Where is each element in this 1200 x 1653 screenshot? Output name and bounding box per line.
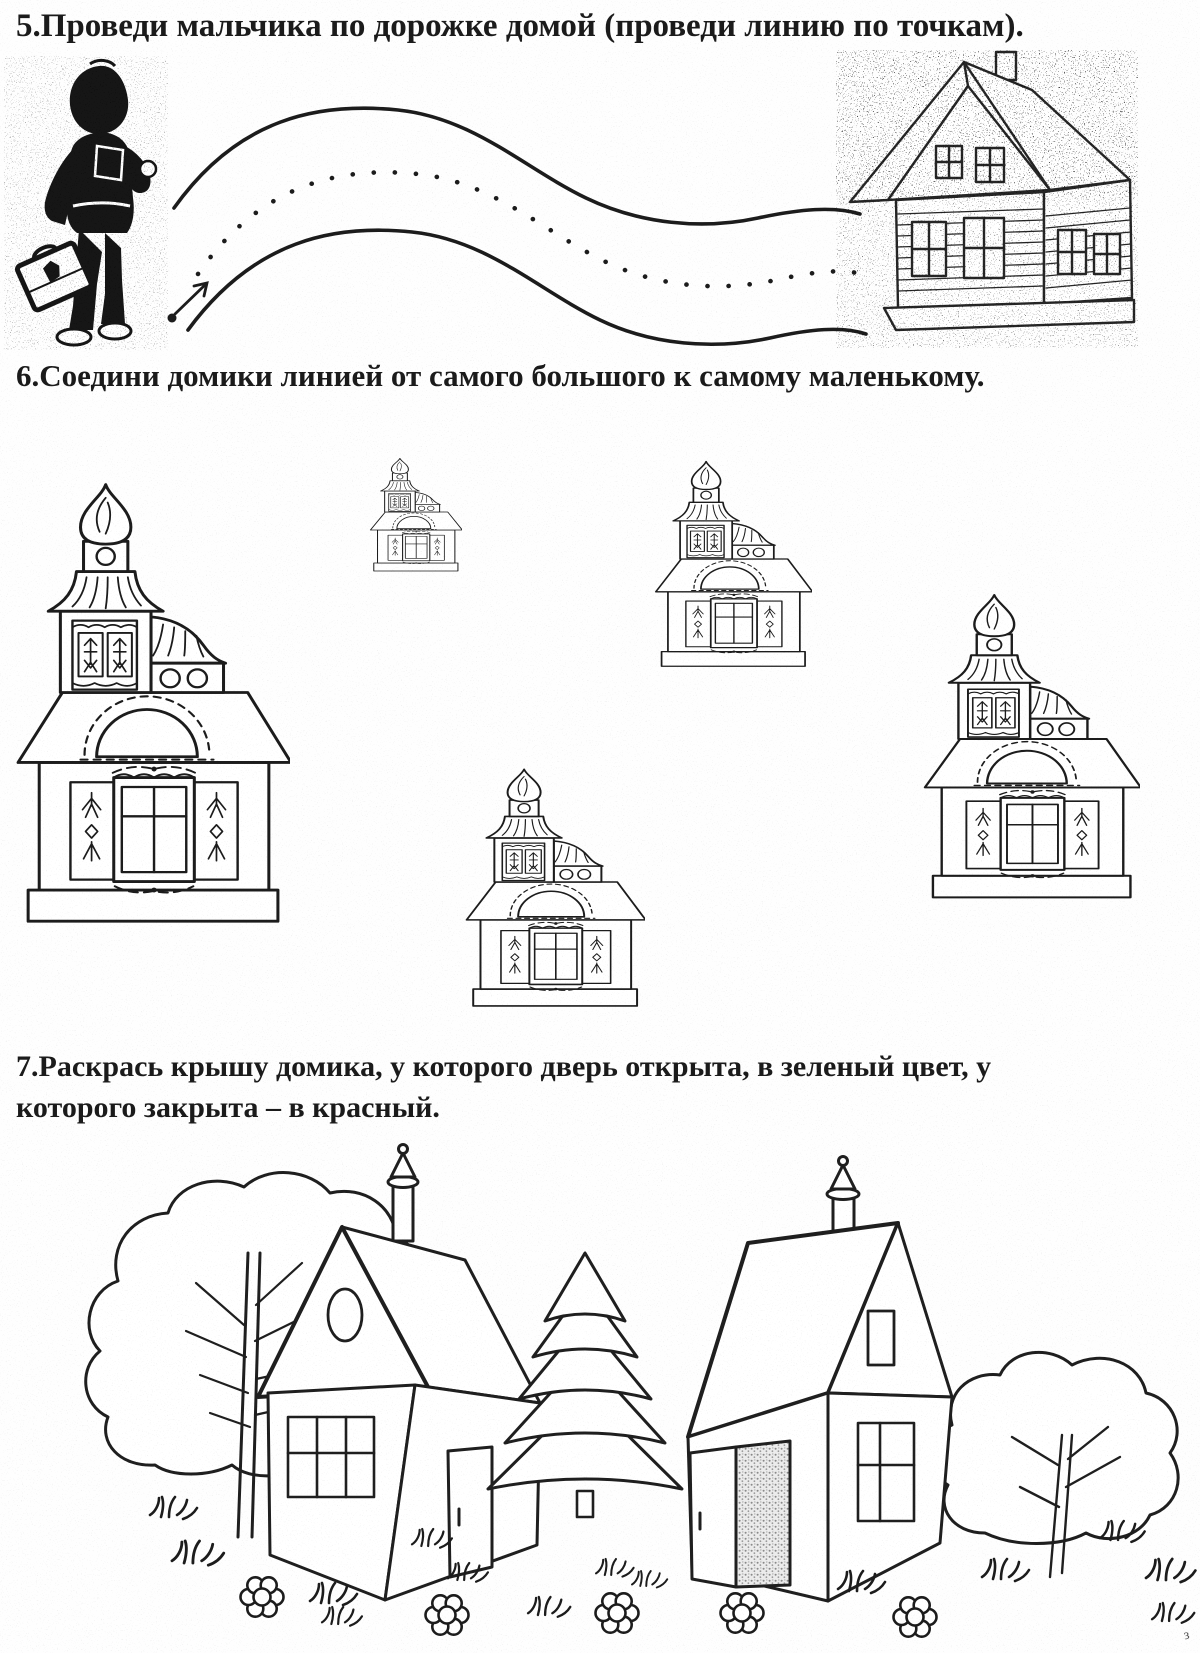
terem-house-rank1 [16,483,290,923]
bush [929,1350,1180,1579]
open-door-leaf [688,1445,738,1589]
start-arrow [167,281,209,323]
log-house-figure [836,50,1138,348]
task7-heading: 7.Раскрась крышу домика, у которого двер… [16,1046,1126,1128]
gable-window [326,1287,364,1343]
gable-window [866,1309,896,1367]
terem-house-rank4 [654,460,812,668]
path-upper-edge [172,106,862,226]
house-with-open-door [686,1155,954,1603]
task6-heading: 6.Соедини домики линией от самого большо… [16,358,985,393]
open-doorway [734,1439,792,1589]
front-window [856,1421,916,1523]
path-figure [167,106,871,347]
boy-figure [4,56,168,350]
boy-silhouette [4,56,168,350]
path-lower-edge [186,228,868,347]
dotted-guide-line [195,170,871,289]
chimney [386,1143,420,1243]
front-window [286,1415,376,1499]
terem-house-rank3 [465,768,645,1007]
chimney [825,1155,861,1239]
closed-door [446,1445,494,1579]
terem-house-rank2 [923,593,1140,899]
task7-heading-line2: которого закрыта – в красный. [16,1091,440,1124]
task7-heading-line1: 7.Раскрась крышу домика, у которого двер… [16,1050,992,1083]
task7-scene [84,1143,1197,1639]
task5-heading: 5.Проведи мальчика по дорожке домой (про… [16,8,1024,44]
terem-house-rank5 [369,457,462,572]
